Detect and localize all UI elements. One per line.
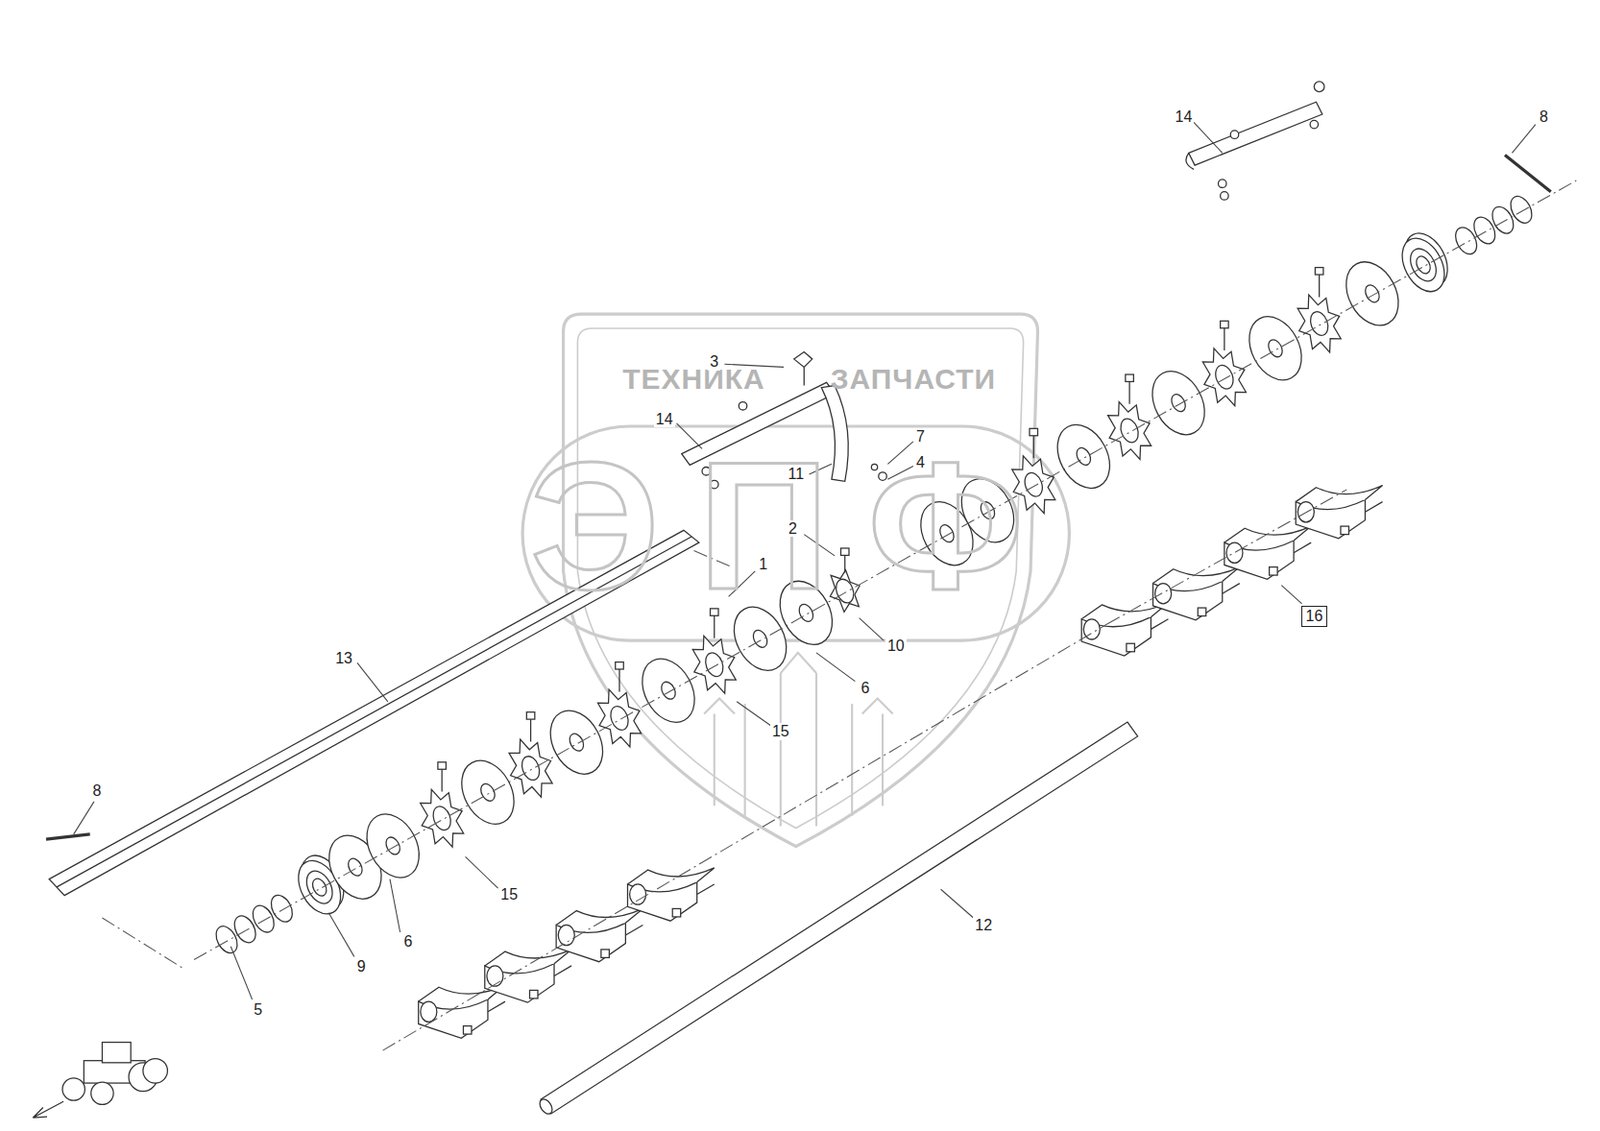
- callout-number: 6: [402, 933, 415, 951]
- ring: [212, 922, 243, 957]
- washer: [1141, 362, 1215, 444]
- pin: [1504, 154, 1552, 192]
- assembly-lines: [101, 180, 1576, 1051]
- ring: [248, 901, 279, 936]
- callout-number: 7: [914, 428, 927, 446]
- watermark-text: ТЕХНИКА: [622, 364, 766, 394]
- washer: [451, 751, 525, 834]
- watermark-text: ЗАПЧАСТИ: [830, 364, 996, 394]
- bracket: [1186, 81, 1325, 200]
- washer: [539, 702, 613, 784]
- callout-number: 15: [498, 886, 520, 904]
- callout-number: 4: [914, 454, 927, 472]
- bearing-housing: [484, 949, 572, 1003]
- callout-number: 3: [707, 353, 721, 371]
- bearing-housing: [418, 985, 506, 1039]
- bearing-housing: [1081, 603, 1168, 656]
- callout-number: 11: [785, 465, 806, 484]
- callout-number: 2: [786, 520, 800, 538]
- callout-number: 14: [654, 411, 676, 429]
- ring: [1487, 203, 1518, 238]
- bearing-housing: [556, 908, 643, 962]
- sprocket: [1098, 374, 1161, 467]
- callout-number: 8: [1537, 108, 1551, 126]
- parts: [46, 81, 1552, 1117]
- callout-box: 16: [1301, 606, 1329, 628]
- bearing-housing: [1295, 485, 1382, 539]
- bearing-housing: [627, 868, 714, 922]
- ring: [230, 912, 261, 946]
- callout-number: 12: [972, 917, 994, 935]
- callout-number: 16: [1306, 607, 1324, 626]
- callout-number: 5: [251, 1001, 265, 1019]
- callout-number: 1: [756, 556, 770, 574]
- callout-number: 15: [770, 723, 792, 741]
- washer: [631, 650, 705, 732]
- ring: [266, 892, 297, 926]
- callout-number: 6: [859, 679, 873, 698]
- leader-lines: [73, 121, 1536, 1000]
- callout-number: 8: [90, 782, 103, 800]
- ring: [1506, 193, 1537, 227]
- callout-number: 10: [885, 637, 907, 655]
- ring: [1451, 223, 1481, 258]
- bearing-housing: [1153, 567, 1240, 621]
- tractor-icon: [32, 1042, 168, 1119]
- washer: [1238, 307, 1312, 389]
- callout-number: 14: [1173, 108, 1195, 126]
- ring: [1469, 213, 1500, 247]
- watermark-shield: [522, 314, 1069, 847]
- washer: [1335, 252, 1409, 335]
- callout-number: 9: [355, 958, 368, 976]
- washer: [356, 805, 430, 888]
- tube-shaft: [540, 722, 1138, 1115]
- callout-number: 13: [333, 650, 355, 668]
- sprocket: [588, 662, 651, 755]
- bearing: [1393, 225, 1456, 299]
- pin: [46, 834, 91, 840]
